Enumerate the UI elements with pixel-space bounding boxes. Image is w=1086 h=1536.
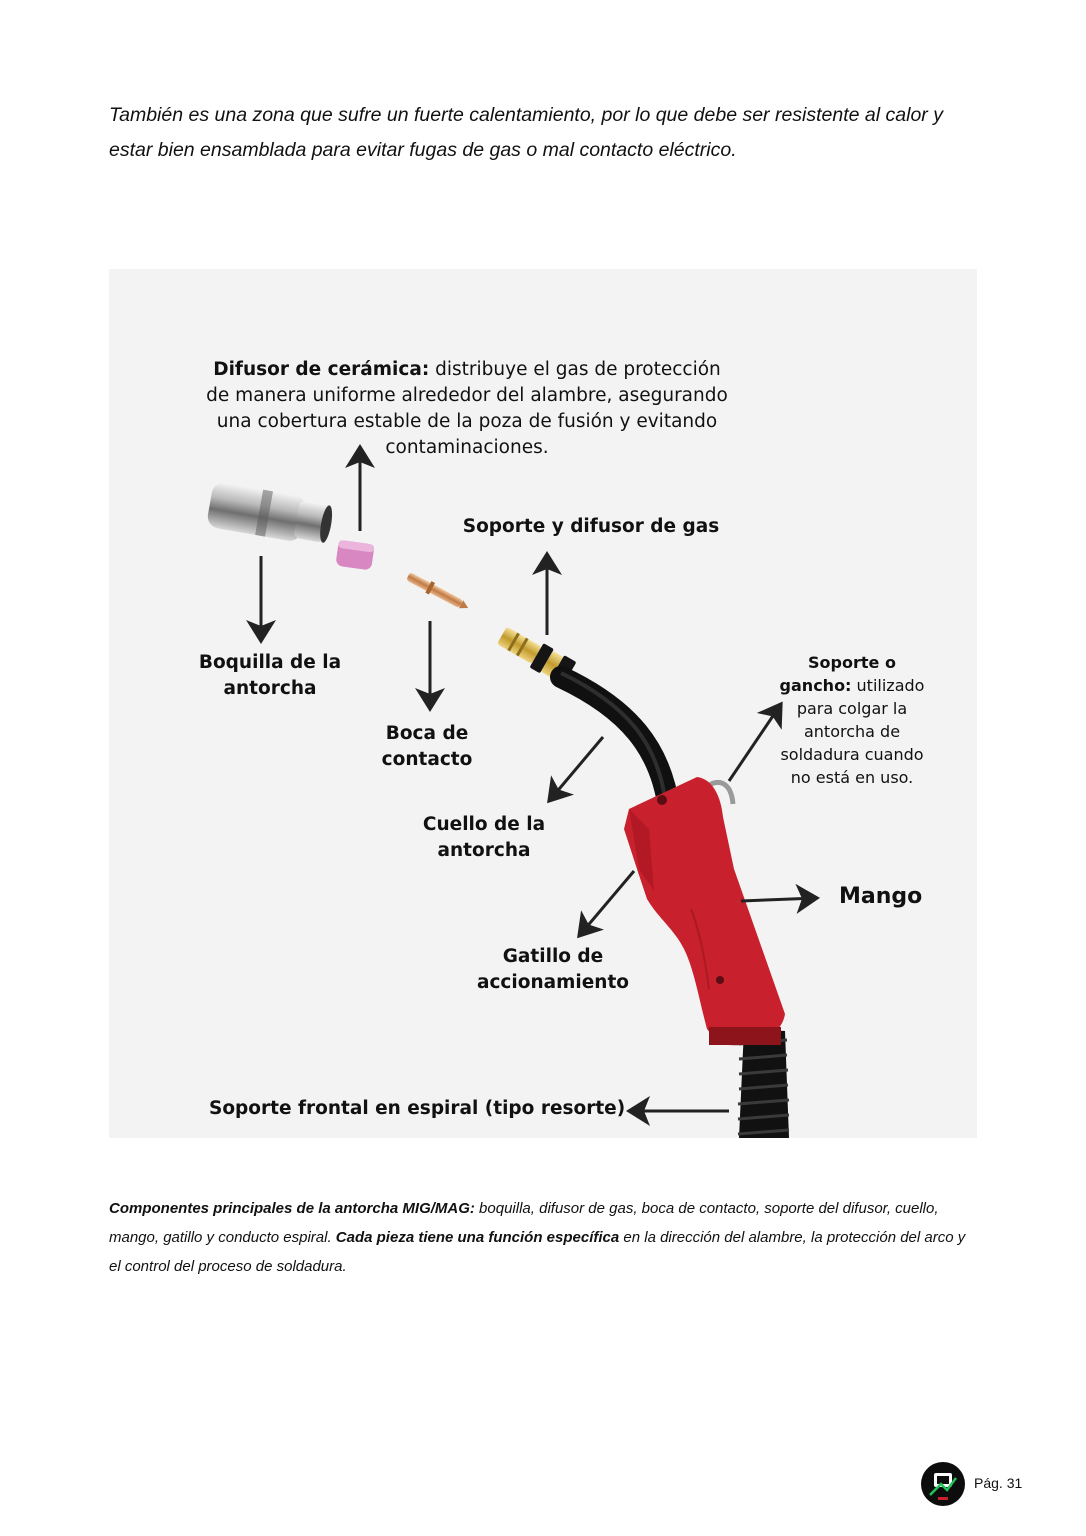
label-boca-contacto: Boca de contacto (367, 721, 487, 773)
gooseneck-part (550, 666, 680, 820)
figure-caption: Componentes principales de la antorcha M… (109, 1194, 979, 1281)
label-mango-text: Mango (839, 884, 923, 909)
torch-figure: Difusor de cerámica: distribuye el gas d… (109, 269, 977, 1138)
label-soporte-frontal: Soporte frontal en espiral (tipo resorte… (209, 1096, 629, 1122)
caption-text-1: boquilla, difusor de gas, boca de contac… (109, 1200, 939, 1246)
spiral-spring-part (737, 1029, 790, 1138)
gas-diffuser-part (497, 627, 576, 686)
intro-paragraph: También es una zona que sufre un fuerte … (109, 104, 943, 161)
label-boquilla: Boquilla de la antorcha (195, 650, 345, 702)
label-soporte-frontal-text: Soporte frontal en espiral (tipo resorte… (209, 1098, 626, 1119)
nozzle-part (207, 482, 333, 543)
label-soporte-difusor-text: Soporte y difusor de gas (462, 516, 720, 537)
school-logo-icon (921, 1462, 965, 1506)
callout-arrows (246, 444, 820, 1126)
page-number: Pág. 31 (974, 1475, 1023, 1491)
label-soporte-gancho: Soporte o gancho: utilizado para colgar … (777, 651, 927, 789)
label-soporte-gancho-text: utilizado para colgar la antorcha de sol… (780, 676, 925, 787)
label-soporte-difusor: Soporte y difusor de gas (461, 514, 721, 540)
caption-bold-2: Cada pieza tiene una función específica (335, 1229, 620, 1246)
label-difusor-ceramica-title: Difusor de cerámica: (213, 359, 430, 380)
label-gatillo-text: Gatillo de accionamiento (476, 946, 629, 993)
label-boquilla-text: Boquilla de la antorcha (198, 652, 342, 699)
ceramic-diffuser-part (336, 540, 375, 570)
label-difusor-ceramica-text: distribuye el gas de protección de maner… (206, 359, 728, 458)
label-soporte-gancho-title: Soporte o gancho: (779, 653, 896, 695)
caption-text-2: en la dirección del alambre, la protecci… (109, 1229, 966, 1275)
label-mango: Mango (839, 882, 923, 912)
label-cuello: Cuello de la antorcha (414, 812, 554, 864)
caption-bold-1: Componentes principales de la antorcha M… (109, 1200, 475, 1217)
torch-illustration (207, 444, 820, 1138)
label-gatillo: Gatillo de accionamiento (473, 944, 633, 996)
label-cuello-text: Cuello de la antorcha (422, 814, 546, 861)
label-difusor-ceramica: Difusor de cerámica: distribuye el gas d… (202, 357, 732, 461)
label-boca-contacto-text: Boca de contacto (381, 723, 473, 770)
handle-part (624, 777, 785, 1046)
contact-tip-part (407, 573, 469, 609)
